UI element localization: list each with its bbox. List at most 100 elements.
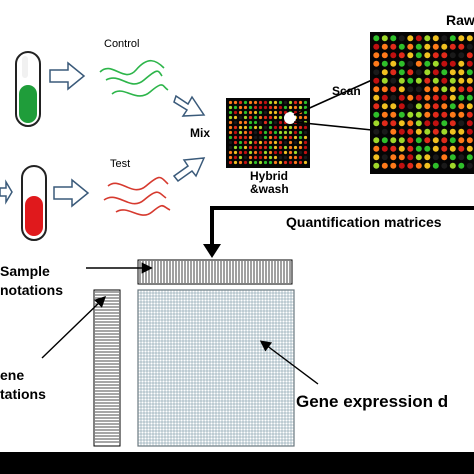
microarray-spot — [298, 155, 303, 160]
microarray-spot — [243, 130, 248, 135]
microarray-spot — [407, 43, 414, 50]
microarray-spot — [293, 140, 298, 145]
gene-line-1: ene — [0, 367, 25, 383]
microarray-spot — [228, 130, 233, 135]
microarray-spot — [253, 110, 258, 115]
microarray-spot — [449, 154, 456, 161]
microarray-spot — [466, 35, 473, 42]
microarray-spot — [441, 94, 448, 101]
microarray-spot — [466, 137, 473, 144]
control-strands-icon — [99, 59, 169, 97]
microarray-spot — [253, 145, 258, 150]
microarray-spot — [398, 137, 405, 144]
microarray-spot — [373, 35, 380, 42]
microarray-spot — [253, 120, 258, 125]
microarray-spot — [407, 60, 414, 67]
test-tube-icon — [21, 165, 47, 241]
microarray-spot — [441, 120, 448, 127]
microarray-spot — [373, 128, 380, 135]
microarray-spot — [466, 145, 473, 152]
microarray-spot — [390, 77, 397, 84]
microarray-spot — [293, 125, 298, 130]
microarray-spot — [390, 120, 397, 127]
microarray-spot — [373, 111, 380, 118]
microarray-spot — [293, 160, 298, 165]
sample-line-1: Sample — [0, 263, 50, 279]
microarray-spot — [303, 155, 308, 160]
microarray-spot — [263, 155, 268, 160]
microarray-spot — [415, 60, 422, 67]
microarray-spot — [253, 105, 258, 110]
microarray-spot — [293, 130, 298, 135]
microarray-spot — [288, 155, 293, 160]
microarray-spot — [381, 43, 388, 50]
microarray-spot — [248, 105, 253, 110]
microarray-spot — [273, 125, 278, 130]
microarray-spot — [441, 77, 448, 84]
microarray-spot — [253, 115, 258, 120]
microarray-spot — [273, 100, 278, 105]
microarray-spot — [449, 103, 456, 110]
microarray-spot — [390, 128, 397, 135]
microarray-spot — [398, 154, 405, 161]
microarray-spot — [407, 69, 414, 76]
microarray-spot — [263, 115, 268, 120]
microarray-spot — [273, 135, 278, 140]
microarray-spot — [273, 120, 278, 125]
microarray-spot — [268, 100, 273, 105]
microarray-spot — [373, 77, 380, 84]
test-to-mix-arrow-icon — [172, 157, 206, 183]
microarray-spot — [243, 115, 248, 120]
microarray-spot — [273, 140, 278, 145]
microarray-spot — [381, 35, 388, 42]
microarray-spot — [407, 94, 414, 101]
microarray-spot — [432, 69, 439, 76]
microarray-spot — [288, 105, 293, 110]
microarray-spot — [381, 94, 388, 101]
microarray-spot — [458, 145, 465, 152]
microarray-spot — [288, 130, 293, 135]
microarray-spot — [258, 125, 263, 130]
microarray-spot — [458, 60, 465, 67]
microarray-spot — [432, 103, 439, 110]
tube-to-strand-arrow-icon — [49, 61, 86, 91]
microarray-spot — [449, 145, 456, 152]
microarray-spot — [243, 100, 248, 105]
microarray-spot — [432, 77, 439, 84]
microarray-spot — [228, 155, 233, 160]
microarray-spot — [415, 52, 422, 59]
microarray-spot — [273, 160, 278, 165]
microarray-spot — [243, 160, 248, 165]
microarray-spot — [466, 120, 473, 127]
microarray-spot — [424, 128, 431, 135]
microarray-spot — [449, 69, 456, 76]
microarray-spot — [373, 94, 380, 101]
microarray-spot — [424, 94, 431, 101]
microarray-spot — [278, 135, 283, 140]
microarray-spot — [458, 137, 465, 144]
microarray-spot — [407, 120, 414, 127]
microarray-spot — [458, 77, 465, 84]
microarray-spot — [432, 154, 439, 161]
microarray-spot — [432, 162, 439, 169]
microarray-spot — [253, 160, 258, 165]
microarray-spot — [398, 43, 405, 50]
microarray-spot — [424, 137, 431, 144]
microarray-spot — [268, 160, 273, 165]
microarray-spot — [432, 120, 439, 127]
microarray-spot — [432, 52, 439, 59]
microarray-spot — [390, 86, 397, 93]
scan-label: Scan — [332, 84, 361, 98]
microarray-spot — [283, 140, 288, 145]
microarray-spot — [238, 125, 243, 130]
microarray-spot — [253, 150, 258, 155]
microarray-spot — [263, 145, 268, 150]
microarray-spot — [466, 43, 473, 50]
microarray-spot — [258, 140, 263, 145]
hybrid-wash-label: Hybrid &wash — [250, 170, 289, 196]
microarray-spot — [273, 145, 278, 150]
microarray-spot — [268, 145, 273, 150]
microarray-spot — [248, 125, 253, 130]
microarray-spot — [407, 77, 414, 84]
